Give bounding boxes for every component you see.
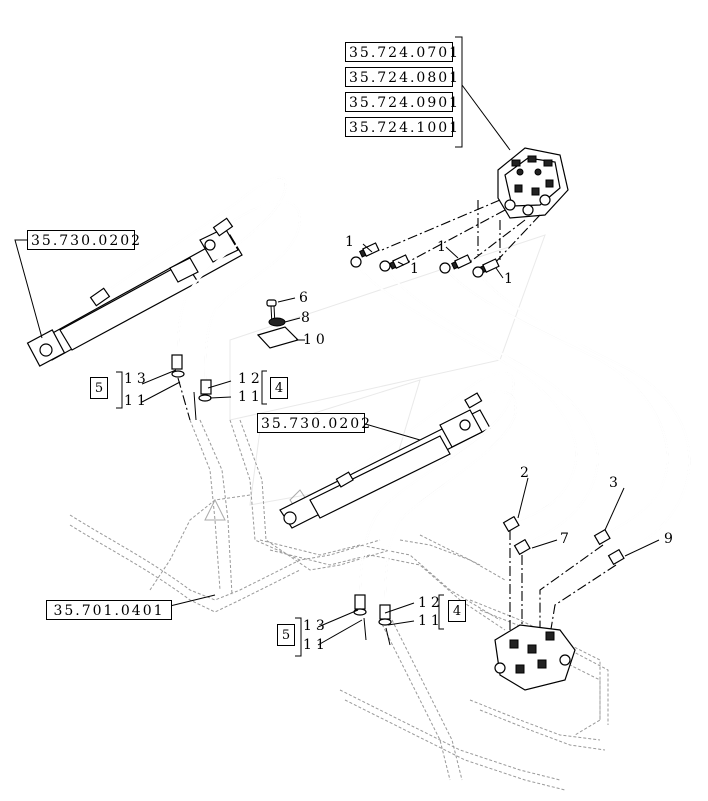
callout-12-bottom: 12: [418, 595, 444, 611]
ref-frame[interactable]: 35.701.0401: [46, 600, 172, 620]
callout-1d: 1: [504, 271, 513, 287]
left-cylinder: [26, 227, 243, 367]
center-cylinder: [279, 409, 491, 529]
callout-13-bottom: 13: [303, 618, 329, 634]
callout-1c: 1: [437, 239, 446, 255]
callout-1b: 1: [410, 261, 419, 277]
callout-11-left-top: 11: [124, 393, 150, 409]
callout-6: 6: [299, 290, 308, 306]
callout-7: 7: [560, 531, 569, 547]
long-hoses: [350, 256, 691, 566]
valve-ref-bracket: [455, 36, 511, 151]
callout-11-left-mid: 11: [238, 389, 264, 405]
ref-valve-4[interactable]: 35.724.1001: [345, 117, 458, 137]
callout-1a: 1: [345, 234, 354, 250]
callout-2: 2: [520, 465, 529, 481]
lower-manifold: [494, 624, 576, 691]
group-box-4-left-mid[interactable]: 4: [270, 377, 288, 399]
ref-valve-2[interactable]: 35.724.0801: [345, 67, 458, 87]
control-valve: [497, 147, 569, 219]
callout-13-left-top: 13: [124, 371, 150, 387]
callout-3: 3: [609, 475, 618, 491]
ref-valve-1[interactable]: 35.724.0701: [345, 42, 458, 62]
group-box-5-left-top[interactable]: 5: [90, 377, 108, 399]
center-hoses: [335, 371, 517, 646]
group-box-4-bottom[interactable]: 4: [448, 600, 466, 622]
leaders: [14, 239, 660, 657]
group-box-5-bottom[interactable]: 5: [277, 624, 295, 646]
ref-cylinder-left[interactable]: 35.730.0202: [27, 230, 140, 250]
ref-cylinder-center[interactable]: 35.730.0202: [257, 413, 370, 433]
hardware-6-8-10: [256, 297, 305, 349]
callout-12-left-mid: 12: [238, 371, 264, 387]
ref-valve-3[interactable]: 35.724.0901: [345, 92, 458, 112]
callout-8: 8: [301, 310, 310, 326]
callout-11-bottom: 11: [303, 637, 329, 653]
callout-11-bottom-right: 11: [418, 613, 444, 629]
valve-dash-lines: [381, 199, 541, 267]
callout-10: 10: [303, 332, 329, 348]
ghost-frame: [69, 419, 609, 791]
callout-9: 9: [664, 531, 673, 547]
